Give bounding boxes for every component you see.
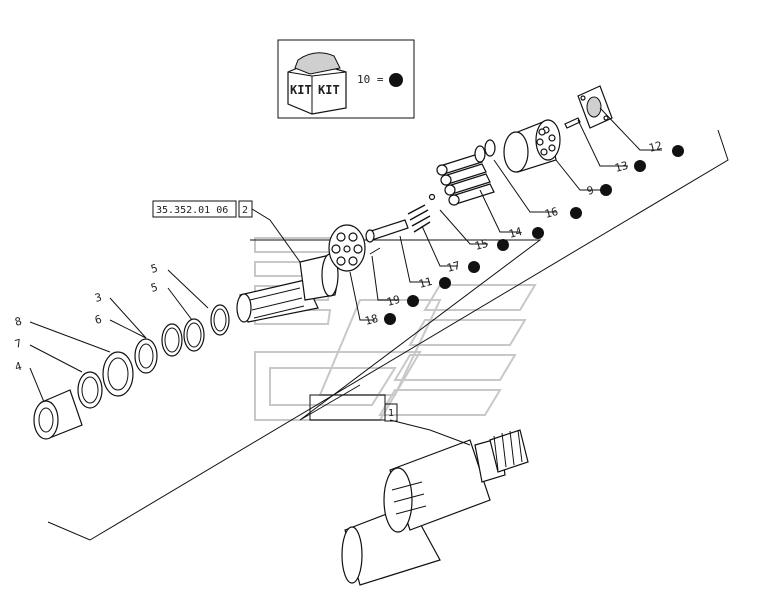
reference-item: 2	[242, 205, 248, 216]
callout-14: 14	[507, 225, 524, 241]
reference-code-box: 35.352.01 06 2	[152, 200, 301, 263]
callout-dot-16	[570, 207, 582, 219]
leader-lines	[29, 107, 662, 403]
part-circlips	[134, 304, 230, 374]
callout-5a: 5	[149, 262, 159, 276]
callout-19: 19	[385, 293, 401, 309]
part-bearing-stack	[33, 351, 134, 440]
callout-dot-15	[497, 239, 509, 251]
callout-dot-12	[672, 145, 684, 157]
part-rings	[474, 139, 496, 163]
callout-dot-18	[384, 313, 396, 325]
callout-labels: 12 13 9 16 14 15 17 11 19 18 5 5 3 6 8 7…	[13, 139, 684, 374]
callout-dot-17	[468, 261, 480, 273]
kit-legend-box: KIT KIT 10 =	[277, 39, 415, 119]
callout-16: 16	[543, 205, 559, 221]
callout-13: 13	[613, 159, 629, 175]
callout-dot-13	[634, 160, 646, 172]
kit-label-left: KIT	[290, 83, 312, 97]
reference-code: 35.352.01 06	[156, 205, 228, 216]
callout-15: 15	[473, 237, 489, 253]
callout-dot-14	[532, 227, 544, 239]
part-assembled-motor	[341, 419, 529, 586]
callout-11: 11	[417, 275, 433, 291]
part-shaft	[236, 253, 339, 323]
main-item-label: 1	[388, 408, 394, 419]
kit-legend-dot	[389, 73, 403, 87]
callout-dot-9	[600, 184, 612, 196]
callout-5b: 5	[149, 281, 159, 295]
callout-7: 7	[13, 337, 23, 351]
callout-3: 3	[93, 291, 103, 305]
callout-8: 8	[13, 315, 23, 329]
part-valve-plate	[564, 85, 613, 129]
part-swash-plate	[328, 224, 366, 272]
callout-17: 17	[445, 259, 461, 275]
kit-label-right: KIT	[318, 83, 340, 97]
callout-4: 4	[13, 360, 23, 374]
main-item-box: 1	[384, 403, 398, 422]
part-pistons	[436, 153, 495, 206]
kit-legend-text: 10 =	[357, 73, 384, 86]
watermark-logo	[254, 237, 537, 421]
part-cylinder-block	[503, 119, 561, 173]
callout-9: 9	[585, 184, 595, 198]
callout-12: 12	[647, 139, 663, 155]
callout-18: 18	[363, 312, 379, 328]
part-pin-spring	[365, 193, 436, 255]
callout-dot-19	[407, 295, 419, 307]
callout-dot-11	[439, 277, 451, 289]
callout-6: 6	[93, 313, 103, 327]
